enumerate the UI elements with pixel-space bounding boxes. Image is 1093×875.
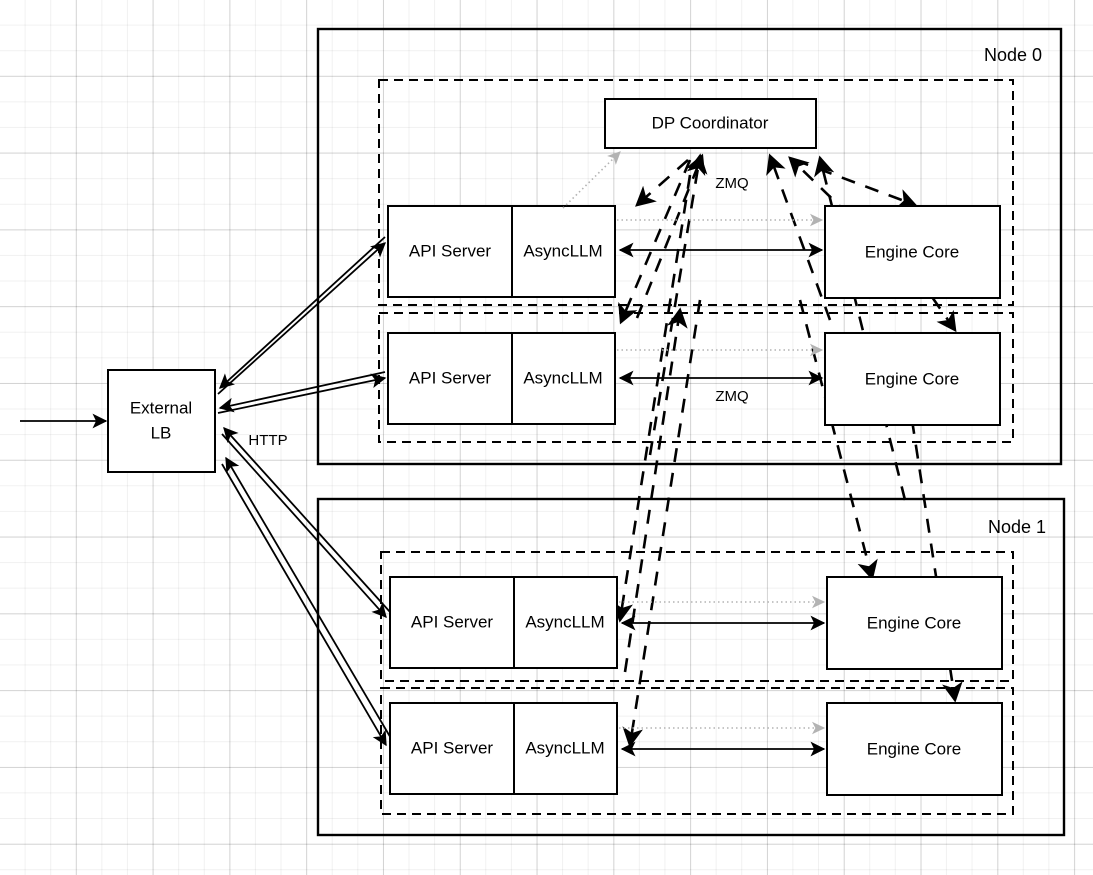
external-lb-box[interactable]: [107, 369, 216, 473]
coordinator-link-node0-engine1: [788, 156, 886, 251]
node-1-rank-0-asyncllm-label: AsyncLLM: [525, 612, 604, 631]
node-1-rank-0-engine-core-box[interactable]: [826, 576, 1003, 670]
node-1-rank-1-group: [380, 687, 1014, 815]
node-1-rank-1-api-server-label: API Server: [411, 738, 494, 757]
lb-to-node1-rank1-arrow: [221, 463, 387, 747]
node-1-rank-1-engine-core-label: Engine Core: [867, 739, 962, 758]
node0-rank0-to-lb-arrow: [219, 236, 386, 389]
node-0-rank-1-asyncllm-label: AsyncLLM: [523, 368, 602, 387]
external-lb-label-line1: External: [130, 398, 192, 417]
coordinator-link-node0-engine0: [766, 153, 832, 321]
node-1-rank-0-api-server-box[interactable]: [389, 576, 618, 669]
node1-rank0-to-lb-arrow: [223, 426, 391, 613]
coordinator-link-node0-rank1-up: [648, 153, 708, 456]
node-1-container: [316, 497, 1066, 837]
coordinator-link-node0-rank0-up: [635, 153, 706, 319]
node-0-rank-0-engine-core-label: Engine Core: [865, 242, 960, 261]
coordinator-link-node1-rank1-down: [622, 299, 702, 748]
node-1-rank-0-api-server-label: API Server: [411, 612, 494, 631]
node-0-rank-0-api-server-label: API Server: [409, 241, 492, 260]
node-0-rank-1-api-server-label: API Server: [409, 368, 492, 387]
node-1-rank-1-asyncllm-label: AsyncLLM: [525, 738, 604, 757]
http-label: HTTP: [248, 432, 287, 449]
lb-to-node0-rank0-arrow: [217, 242, 387, 395]
node-0-container: [316, 27, 1063, 466]
lb-to-node0-rank1-arrow: [217, 373, 387, 414]
node-1-rank-1-engine-core-box[interactable]: [826, 702, 1003, 796]
node-1-label: Node 1: [988, 517, 1046, 537]
node0-rank1-to-lb-arrow: [218, 371, 386, 413]
zmq-label-rank1: ZMQ: [715, 388, 748, 405]
asyncllm-to-coordinator-dotted-arrow: [562, 151, 621, 209]
node-0-rank-0-api-server-box[interactable]: [387, 205, 616, 298]
coordinator-link-node1-rank0-up: [623, 307, 688, 673]
coordinator-link-node0-rank0-down: [618, 159, 692, 325]
coordinator-link-node0-rank1-down: [635, 159, 689, 207]
node-0-rank-1-engine-core-box[interactable]: [824, 332, 1001, 426]
node1-rank1-to-lb-arrow: [225, 456, 393, 741]
external-lb-label-line2: LB: [151, 423, 172, 442]
dp-coordinator-box[interactable]: [604, 98, 817, 149]
node-0-rank-0-group: [378, 79, 1014, 306]
coordinator-link-node1-engine0-up: [814, 155, 907, 501]
lb-to-node1-rank0-arrow: [221, 433, 387, 619]
node-0-rank-0-asyncllm-label: AsyncLLM: [523, 241, 602, 260]
node-1-rank-1-api-server-box[interactable]: [389, 702, 618, 795]
coordinator-to-node0-engine0-arrow: [794, 158, 918, 209]
node-0-rank-1-engine-core-label: Engine Core: [865, 369, 960, 388]
node-0-rank-0-engine-core-box[interactable]: [824, 205, 1001, 299]
node-0-rank-1-api-server-box[interactable]: [387, 332, 616, 425]
zmq-label-coordinator: ZMQ: [715, 175, 748, 192]
node-1-rank-0-engine-core-label: Engine Core: [867, 613, 962, 632]
dp-coordinator-label: DP Coordinator: [652, 113, 769, 132]
node-0-label: Node 0: [984, 45, 1042, 65]
